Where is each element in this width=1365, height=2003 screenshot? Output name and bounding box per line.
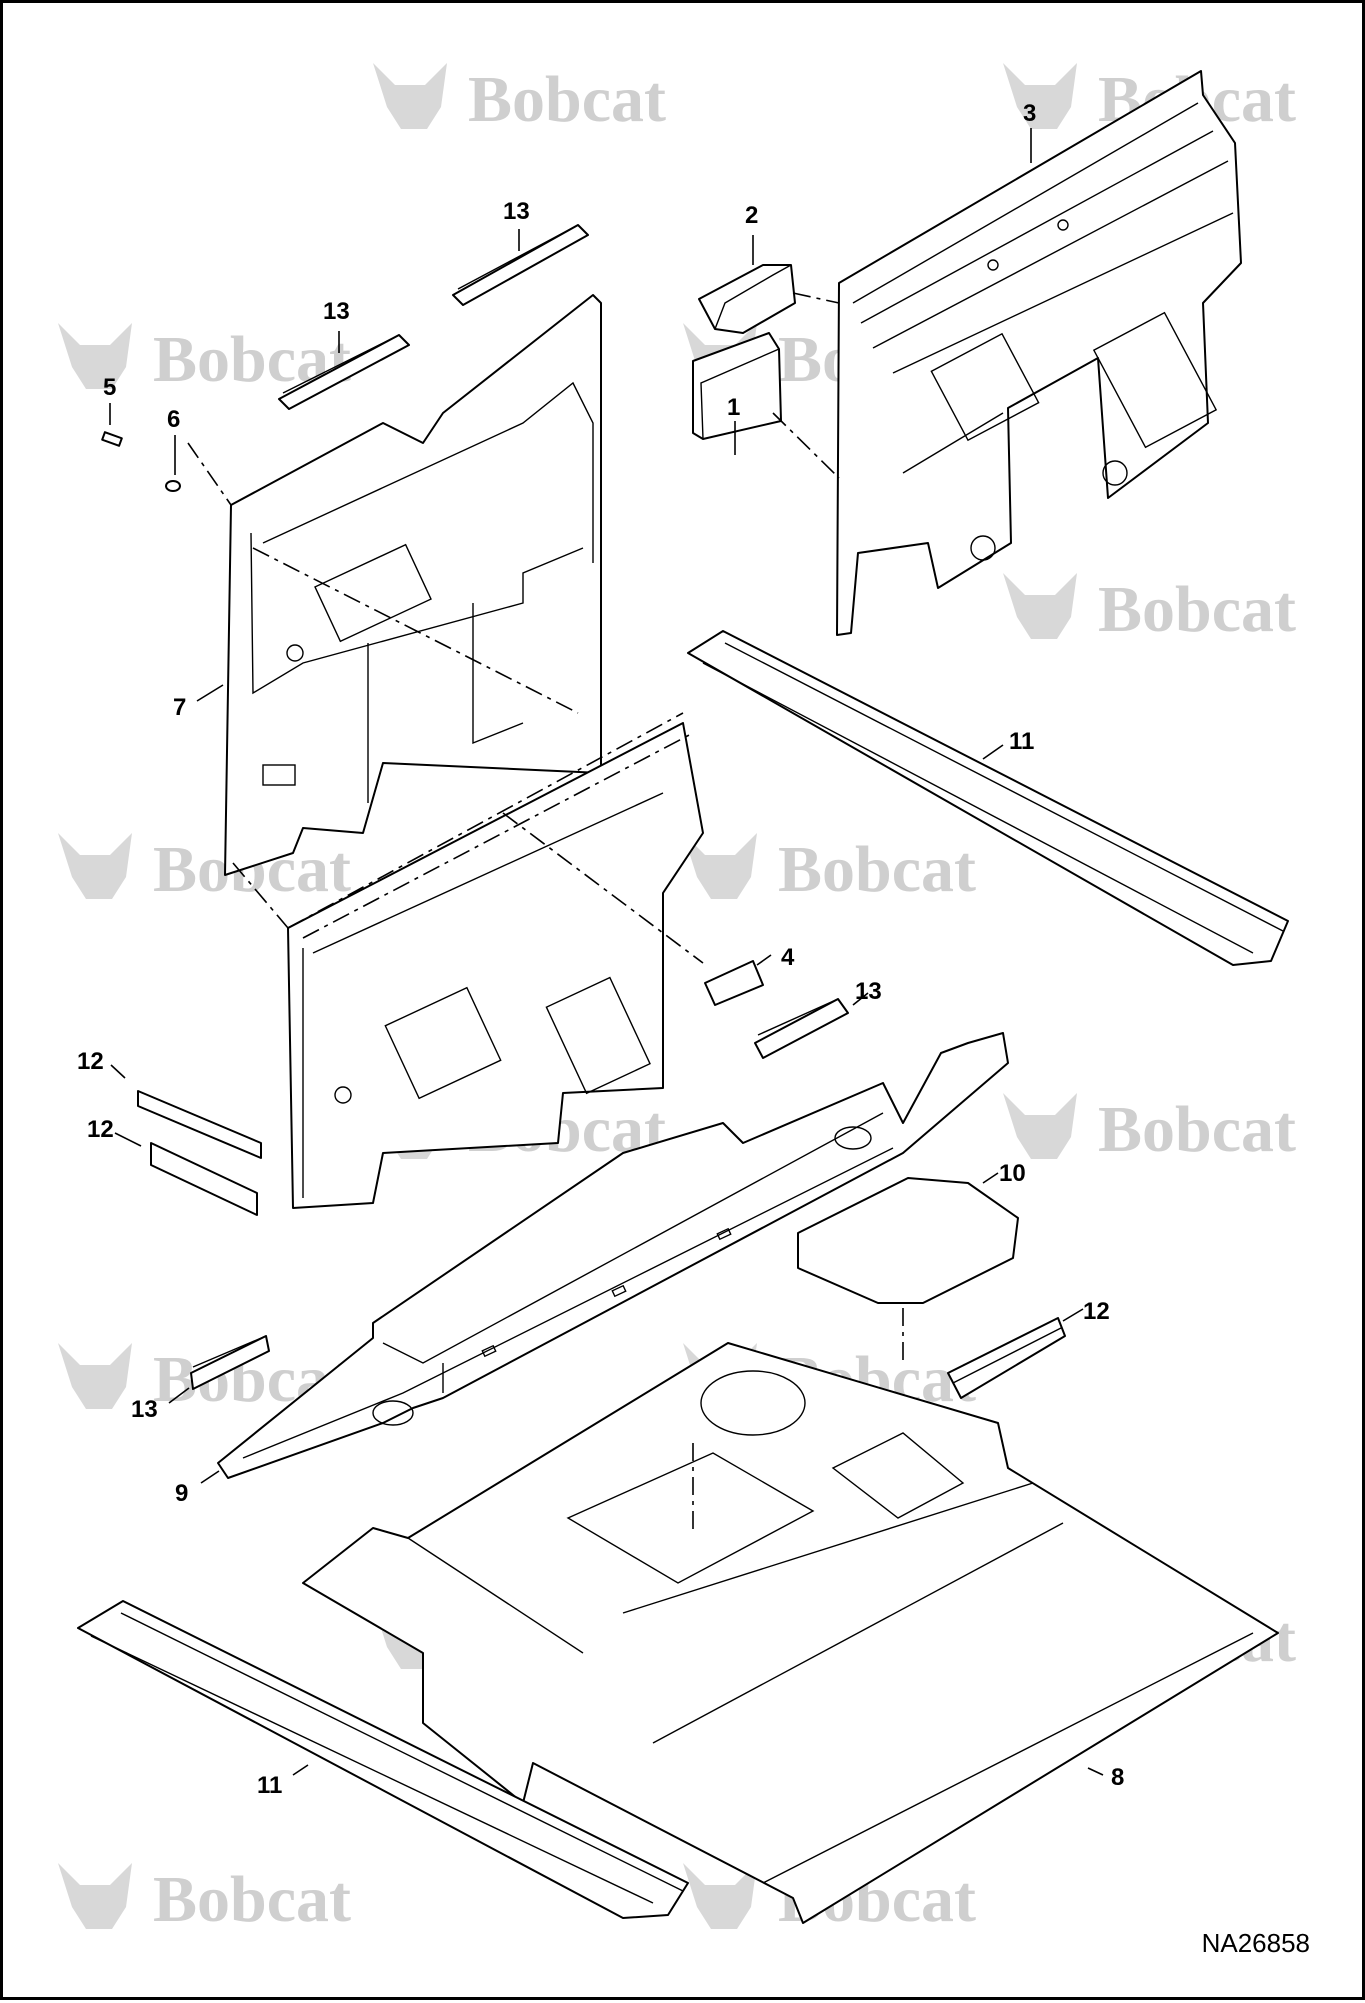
watermark: Bobcat: [373, 63, 666, 136]
leader-lines: [109, 128, 1104, 1776]
watermark-text: Bobcat: [1098, 1093, 1296, 1166]
callout-13-right: 13: [855, 978, 882, 1005]
watermark: Bobcat: [683, 833, 976, 906]
watermark-text: Bobcat: [153, 1863, 351, 1936]
part-12-strip-a: [137, 1090, 262, 1159]
callout-9: 9: [175, 1480, 188, 1507]
part-8-floor-plate: [302, 1342, 1279, 1924]
callout-8: 8: [1111, 1764, 1124, 1791]
exploded-parts-diagram: Bobcat Bobcat Bobcat Bobcat Bobcat Bobca…: [58, 63, 1296, 1936]
part-12-strip-c: [947, 1317, 1066, 1399]
bobcat-head-icon: [1003, 63, 1077, 129]
callout-6: 6: [167, 406, 180, 433]
callout-13-lower: 13: [131, 1396, 158, 1423]
callout-11-lower: 11: [257, 1772, 282, 1799]
callout-13-top: 13: [503, 198, 530, 225]
part-6-washer: [165, 480, 181, 492]
bobcat-head-icon: [683, 833, 757, 899]
callout-12-a: 12: [77, 1048, 104, 1075]
part-13-strip-left: [278, 334, 410, 410]
callout-2: 2: [745, 202, 758, 229]
part-13-strip-top: [452, 224, 589, 306]
bobcat-head-icon: [683, 1863, 757, 1929]
drawing-number: NA26858: [1201, 1928, 1310, 1958]
watermark: Bobcat: [1003, 573, 1296, 646]
callout-12-b: 12: [87, 1116, 114, 1143]
watermark: Bobcat: [58, 1863, 351, 1936]
watermark-text: Bobcat: [1098, 573, 1296, 646]
callout-11-upper: 11: [1009, 728, 1034, 755]
part-2-bracket: [698, 264, 796, 334]
watermark: Bobcat: [1003, 1093, 1296, 1166]
watermark-text: Bobcat: [778, 833, 976, 906]
watermark: Bobcat: [58, 833, 351, 906]
bobcat-head-icon: [58, 323, 132, 389]
part-4-pad: [704, 960, 764, 1006]
bobcat-head-icon: [1003, 573, 1077, 639]
callout-13-left: 13: [323, 298, 350, 325]
central-frame: [287, 712, 704, 1209]
callout-12-c: 12: [1083, 1298, 1110, 1325]
callout-4: 4: [781, 944, 795, 971]
callout-1: 1: [727, 394, 740, 421]
assembly-lines: [187, 292, 904, 1533]
callout-10: 10: [999, 1160, 1026, 1187]
part-9-floor-support: [217, 1032, 1009, 1479]
bobcat-head-icon: [1003, 1093, 1077, 1159]
bobcat-head-icon: [58, 1863, 132, 1929]
bobcat-head-icon: [373, 63, 447, 129]
callout-3: 3: [1023, 100, 1036, 127]
part-11-channel-upper: [687, 630, 1289, 966]
part-11-channel-lower: [77, 1600, 689, 1919]
part-13-strip-lower: [190, 1335, 270, 1390]
callout-7: 7: [173, 694, 186, 721]
part-5-bolt: [101, 431, 123, 447]
part-10-mat: [797, 1177, 1019, 1304]
part-13-strip-right: [754, 998, 849, 1059]
watermark-text: Bobcat: [468, 63, 666, 136]
callout-5: 5: [103, 374, 116, 401]
bobcat-head-icon: [58, 1343, 132, 1409]
bobcat-head-icon: [58, 833, 132, 899]
part-12-strip-b: [150, 1142, 258, 1216]
part-3-rear-panel: [836, 70, 1242, 636]
callout-labels: 1 2 3 13 13 5 6 7 11 4 13 12 12 10 12 13…: [77, 100, 1124, 1799]
